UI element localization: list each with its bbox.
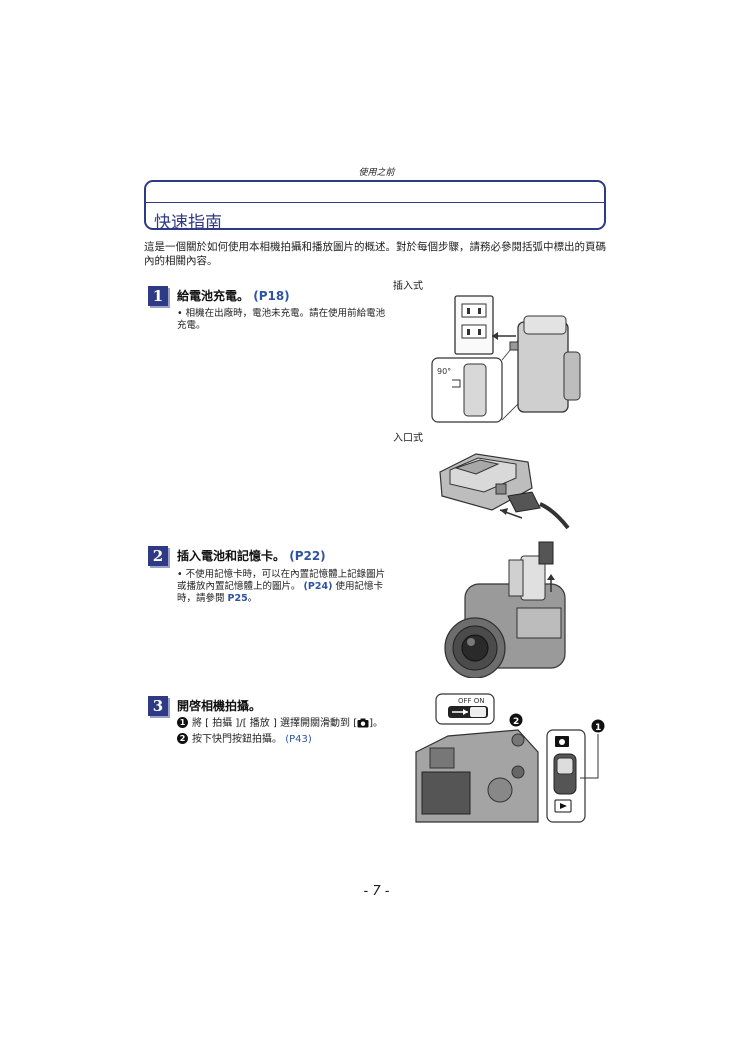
step-2-bullet-a: 不使用記憶卡時，可以在內置記憶體上記錄圖片或播放內置記憶體上的圖片。 [177, 569, 386, 592]
step-3-item-1-number: 1 [177, 717, 188, 728]
intro-paragraph: 這是一個關於如何使用本相機拍攝和播放圖片的概述。對於每個步驟，請務必參閱括弧中標… [144, 241, 606, 267]
camera-switch-illustration: OFF ON 2 1 [415, 693, 605, 823]
marker-2-digit: 2 [513, 717, 519, 727]
step-2-title-text: 插入電池和記憶卡。 [177, 549, 286, 563]
step-3-item-1-end: ]。 [369, 718, 384, 729]
bullet-dot: • [177, 569, 183, 580]
section-label: 使用之前 [358, 168, 395, 178]
bullet-dot: • [177, 308, 183, 319]
step-1-title-text: 給電池充電。 [177, 289, 250, 303]
step-1-title: 給電池充電。 (P18) [177, 287, 290, 304]
step-3-item-2-ref: (P43) [285, 734, 312, 745]
step-2-ref: (P22) [289, 549, 326, 563]
step-3-item-2-number: 2 [177, 733, 188, 744]
step-2-number: 2 [148, 546, 168, 566]
title-box: 快速指南 [144, 180, 606, 233]
step-2-bullet-ref1: (P24) [303, 581, 333, 592]
inlet-charger-illustration [439, 453, 570, 530]
insert-battery-card-illustration [444, 541, 566, 678]
step-1-bullet-text: 相機在出廠時，電池未充電。請在使用前給電池充電。 [177, 308, 386, 331]
step-2-title: 插入電池和記憶卡。 (P22) [177, 547, 326, 564]
marker-1-digit: 1 [595, 723, 601, 733]
step-3-title: 開啓相機拍攝。 [177, 699, 262, 713]
step-3-item-1-text: 將 [ 拍攝 ]/[ 播放 ] 選擇開關滑動到 [ [192, 718, 358, 729]
plug-in-charger-illustration: 90° [431, 295, 581, 423]
plug-in-type-label: 插入式 [393, 281, 423, 292]
step-2-bullet: • 不使用記憶卡時，可以在內置記憶體上記錄圖片或播放內置記憶體上的圖片。 (P2… [177, 569, 391, 605]
inlet-type-label: 入口式 [393, 433, 423, 444]
step-1-ref: (P18) [253, 289, 290, 303]
step-2-bullet-c: 。 [247, 593, 258, 604]
off-on-label: OFF ON [458, 697, 485, 705]
page-title: 快速指南 [154, 213, 222, 233]
step-2-bullet-b: 使用記憶卡時，請參閱 [177, 581, 383, 604]
step-1-bullet: • 相機在出廠時，電池未充電。請在使用前給電池充電。 [177, 308, 391, 332]
angle-90-label: 90° [437, 367, 451, 376]
step-3-number: 3 [148, 696, 168, 716]
camera-icon [357, 718, 369, 728]
step-3-item-2: 2 按下快門按鈕拍攝。 (P43) [177, 733, 407, 746]
step-3-item-2-text: 按下快門按鈕拍攝。 [192, 734, 282, 745]
step-3-item-1: 1 將 [ 拍攝 ]/[ 播放 ] 選擇開關滑動到 [ ]。 [177, 717, 407, 730]
page-number: - 7 - [363, 884, 390, 899]
step-2-bullet-ref2: P25 [227, 593, 248, 604]
step-1-number: 1 [148, 286, 168, 306]
title-rule [146, 202, 604, 203]
